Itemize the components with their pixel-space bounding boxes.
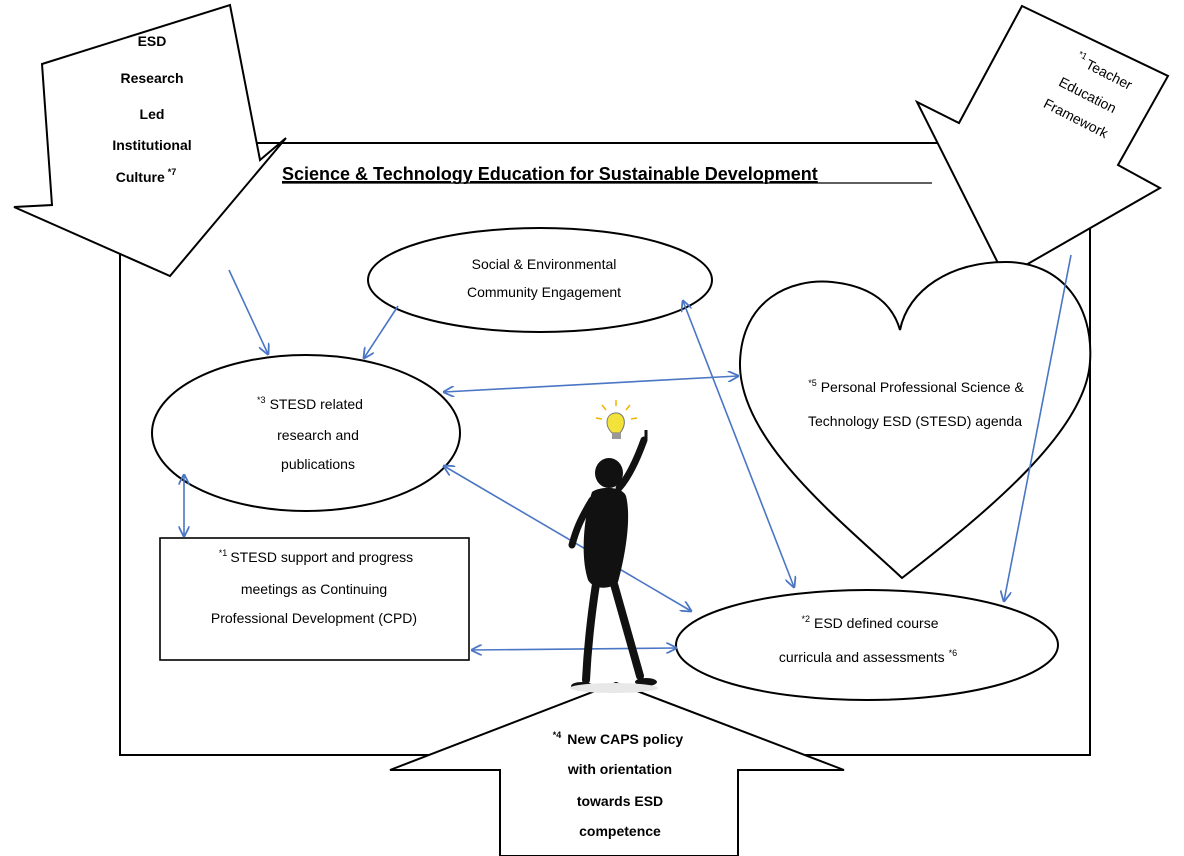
bottom-arrow-line-4: competence (579, 823, 661, 839)
connector-research-curricula (444, 466, 691, 611)
connector-community-curricula (683, 301, 794, 587)
research-publications-node (151, 354, 461, 512)
community-line-1: Social & Environmental (472, 256, 617, 272)
curricula-line-2: curricula and assessments (779, 649, 945, 665)
cpd-line-3: Professional Development (CPD) (211, 610, 417, 626)
curricula-sup-end: *6 (949, 648, 958, 658)
cpd-meetings-node (159, 537, 470, 661)
agenda-sup: *5 (808, 378, 817, 388)
research-line-3: publications (281, 456, 355, 472)
top-left-arrow-label: ESD Research Led Institutional Culture*7 (112, 33, 191, 185)
thinking-figure-illustration (568, 400, 658, 693)
diagram-title: Science & Technology Education for Susta… (282, 164, 818, 184)
top-left-arrow-line-3: Led (140, 106, 165, 122)
research-sup: *3 (257, 395, 266, 405)
bottom-arrow-line-3: towards ESD (577, 793, 663, 809)
bottom-arrow-line-2: with orientation (567, 761, 672, 777)
course-curricula-node (675, 589, 1059, 701)
cpd-sup: *1 (219, 548, 228, 558)
bottom-arrow-line-1: New CAPS policy (567, 731, 683, 747)
connector-culture-to-research (228, 269, 268, 354)
cpd-line-2: meetings as Continuing (241, 581, 387, 597)
bottom-arrow-label: *4 New CAPS policy with orientation towar… (553, 730, 684, 839)
connector-community-to-research (364, 305, 399, 358)
svg-text:Culture*7: Culture*7 (116, 167, 177, 185)
research-line-2: research and (277, 427, 359, 443)
connectors (184, 254, 1072, 650)
svg-text:curricula and assessments*6: curricula and assessments *6 (779, 648, 957, 665)
agenda-line-1: Personal Professional Science & (821, 379, 1025, 395)
top-left-arrow-line-4: Institutional (112, 137, 191, 153)
curricula-sup: *2 (801, 614, 810, 624)
agenda-line-2: Technology ESD (STESD) agenda (808, 413, 1022, 429)
top-left-arrow-sup: *7 (168, 167, 177, 177)
community-line-2: Community Engagement (467, 284, 621, 300)
top-right-arrow-sup: *1 (1077, 49, 1089, 62)
top-right-arrow (914, 4, 1170, 279)
top-left-arrow-line-2: Research (120, 70, 183, 86)
lightbulb-icon (595, 400, 638, 439)
connector-cpd-curricula (472, 648, 676, 650)
community-engagement-node (367, 227, 713, 333)
bottom-arrow (389, 681, 845, 856)
connector-framework-to-curricula (1004, 254, 1072, 601)
bottom-arrow-sup: *4 (553, 730, 562, 740)
top-left-arrow (13, 3, 287, 278)
top-left-arrow-line-5: Culture (116, 169, 165, 185)
cpd-line-1: STESD support and progress (230, 549, 413, 565)
curricula-line-1: ESD defined course (814, 615, 939, 631)
top-left-arrow-line-1: ESD (138, 33, 167, 49)
research-line-1: STESD related (270, 396, 363, 412)
